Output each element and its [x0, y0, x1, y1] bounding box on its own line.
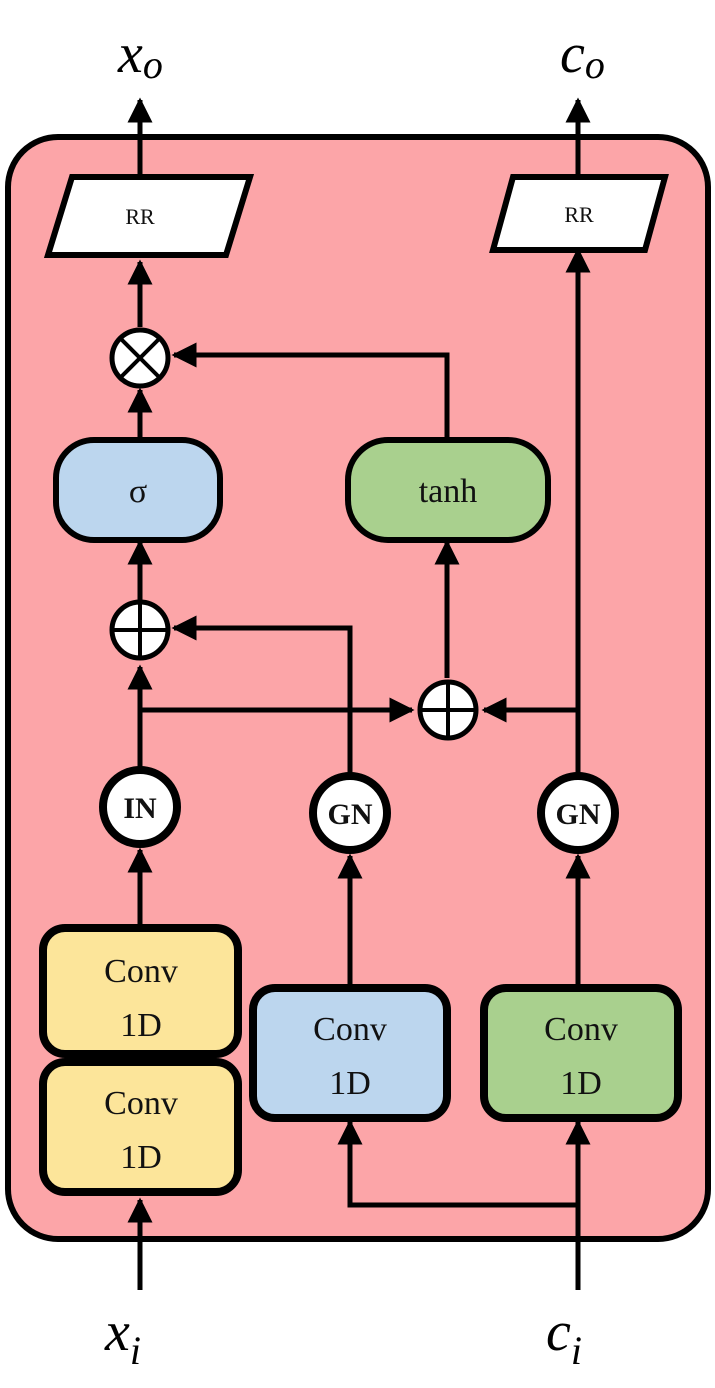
group-norm-mid: GN [309, 772, 391, 854]
sigma-block: σ [53, 437, 223, 543]
conv-bottom-left-line1: Conv [104, 1085, 178, 1122]
conv-top-left-line1: Conv [104, 953, 178, 990]
add-operator-1 [109, 599, 171, 661]
input-c-label: ci [546, 1301, 582, 1373]
svg-text:ci: ci [546, 1301, 582, 1373]
conv1d-right: Conv 1D [480, 984, 682, 1122]
conv1d-top-left: Conv 1D [39, 924, 242, 1058]
output-c-label: co [560, 23, 605, 87]
arrow-tanh-to-mult [171, 342, 450, 438]
svg-text:xo: xo [117, 23, 163, 87]
add-operator-2 [417, 679, 479, 741]
conv-bottom-left-line2: 1D [120, 1139, 162, 1176]
sigma-label: σ [129, 473, 147, 510]
instance-norm: IN [99, 766, 181, 848]
arrow-ci-to-convmid [337, 1119, 578, 1208]
input-x-label: xi [104, 1301, 141, 1373]
rr-block-left: RR [43, 174, 255, 258]
arrow-gnmid-to-plus1 [171, 615, 353, 773]
svg-text:co: co [560, 23, 605, 87]
rr-block-right: RR [489, 174, 669, 253]
conv-mid-line1: Conv [313, 1011, 387, 1048]
output-x-label: xo [117, 23, 163, 87]
gn-mid-label: GN [328, 798, 373, 831]
tanh-block: tanh [345, 437, 551, 543]
connections [127, 97, 591, 1290]
gn-right-label: GN [556, 798, 601, 831]
conv-top-left-line2: 1D [120, 1007, 162, 1044]
svg-text:xi: xi [104, 1301, 141, 1373]
group-norm-right: GN [537, 772, 619, 854]
rr-label-right: RR [564, 202, 594, 227]
conv1d-bottom-left: Conv 1D [39, 1058, 242, 1196]
conv1d-mid: Conv 1D [249, 984, 451, 1122]
multiply-operator [109, 327, 171, 389]
conv-right-line1: Conv [544, 1011, 618, 1048]
conv-mid-line2: 1D [329, 1065, 371, 1102]
tanh-label: tanh [419, 473, 478, 510]
rr-label-left: RR [125, 204, 155, 229]
conv-right-line2: 1D [560, 1065, 602, 1102]
in-label: IN [123, 792, 157, 825]
